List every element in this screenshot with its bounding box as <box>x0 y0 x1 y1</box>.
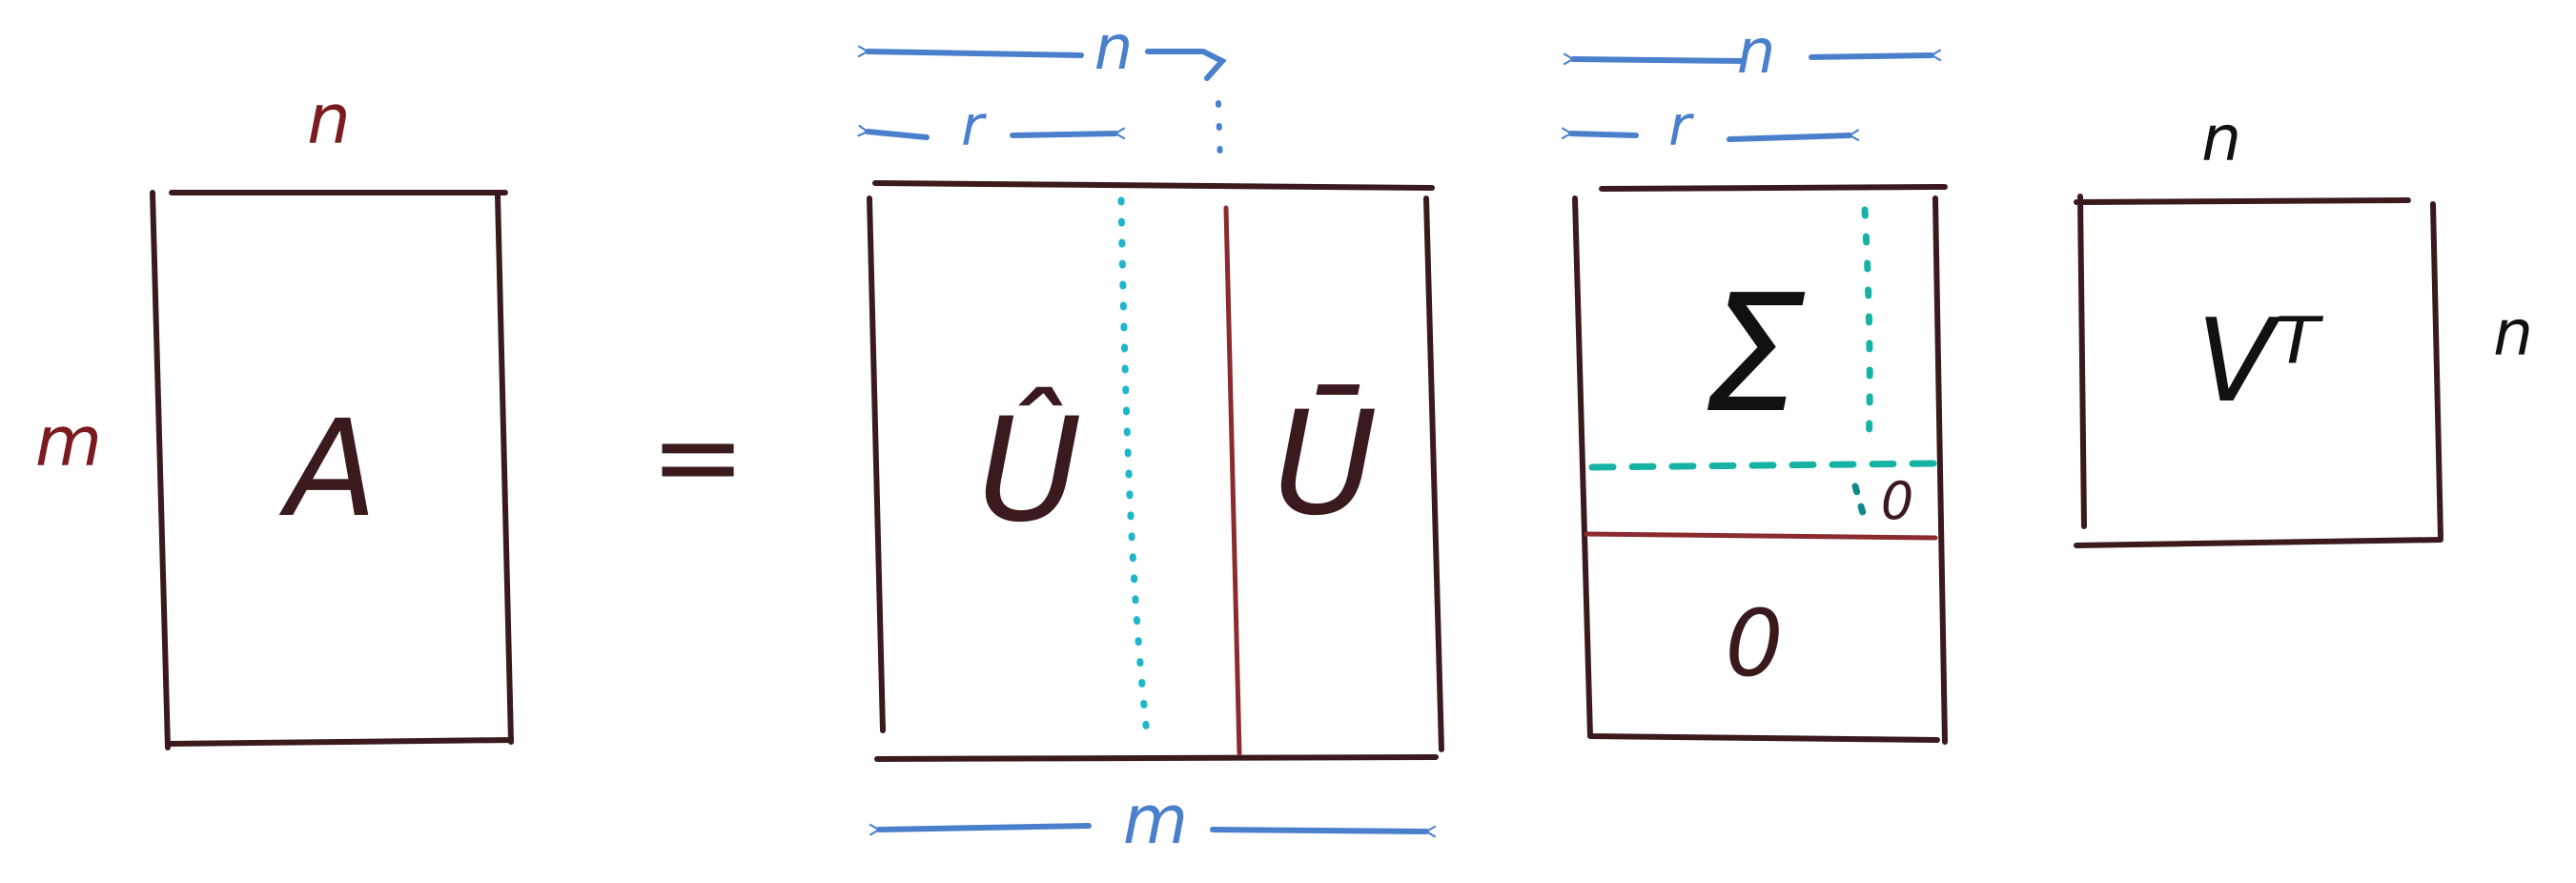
matrix-vt-rows-label: n <box>2493 297 2533 370</box>
matrix-sigma-rank-corner <box>1851 483 1871 530</box>
matrix-u-inner-arrow: r <box>857 93 1126 158</box>
matrix-a-symbol: A <box>278 392 378 547</box>
equals-sign: = <box>650 391 746 524</box>
matrix-vt: Vᵀ n n <box>2074 102 2533 548</box>
matrix-sigma-bottom-zero: 0 <box>1725 590 1783 697</box>
matrix-sigma-symbol: Σ <box>1703 260 1806 449</box>
matrix-u-frame <box>867 180 1444 762</box>
matrix-sigma-inner-width-label: r <box>1668 93 1694 158</box>
matrix-sigma-top-arrow: n <box>1563 17 1942 88</box>
matrix-sigma: Σ 0 0 n r <box>1561 17 1948 745</box>
matrix-sigma-top-width-label: n <box>1737 17 1776 88</box>
matrix-vt-frame <box>2074 194 2443 548</box>
matrix-u-bottom-width-label: m <box>1123 781 1188 859</box>
matrix-sigma-frame <box>1572 184 1948 745</box>
matrix-u-top-arrow: n <box>857 13 1227 167</box>
matrix-u-top-dotted-lead <box>1216 100 1223 167</box>
matrix-sigma-divider <box>1584 531 1938 541</box>
matrix-u-rank-line <box>1117 196 1152 746</box>
matrix-vt-cols-label: n <box>2201 102 2241 175</box>
matrix-a-cols-label: n <box>307 79 351 159</box>
matrix-a-frame <box>150 190 514 750</box>
matrix-u-bottom-arrow: m <box>869 781 1437 859</box>
matrix-u-inner-width-label: r <box>961 93 987 158</box>
matrix-vt-symbol: Vᵀ <box>2197 296 2324 428</box>
matrix-u-left-symbol: Û <box>977 386 1082 554</box>
matrix-a-rows-label: m <box>35 401 102 482</box>
matrix-a: A n m <box>35 79 514 750</box>
matrix-sigma-corner-zero: 0 <box>1881 471 1913 531</box>
matrix-u-divider <box>1223 205 1242 756</box>
matrix-sigma-inner-arrow: r <box>1561 93 1860 158</box>
matrix-u-right-symbol: Ū <box>1273 381 1378 547</box>
matrix-u-top-width-label: n <box>1094 13 1134 84</box>
matrix-u: Û Ū n r m <box>857 13 1444 859</box>
matrix-sigma-rank-horizontal <box>1588 460 1939 471</box>
matrix-sigma-rank-vertical <box>1861 206 1873 452</box>
